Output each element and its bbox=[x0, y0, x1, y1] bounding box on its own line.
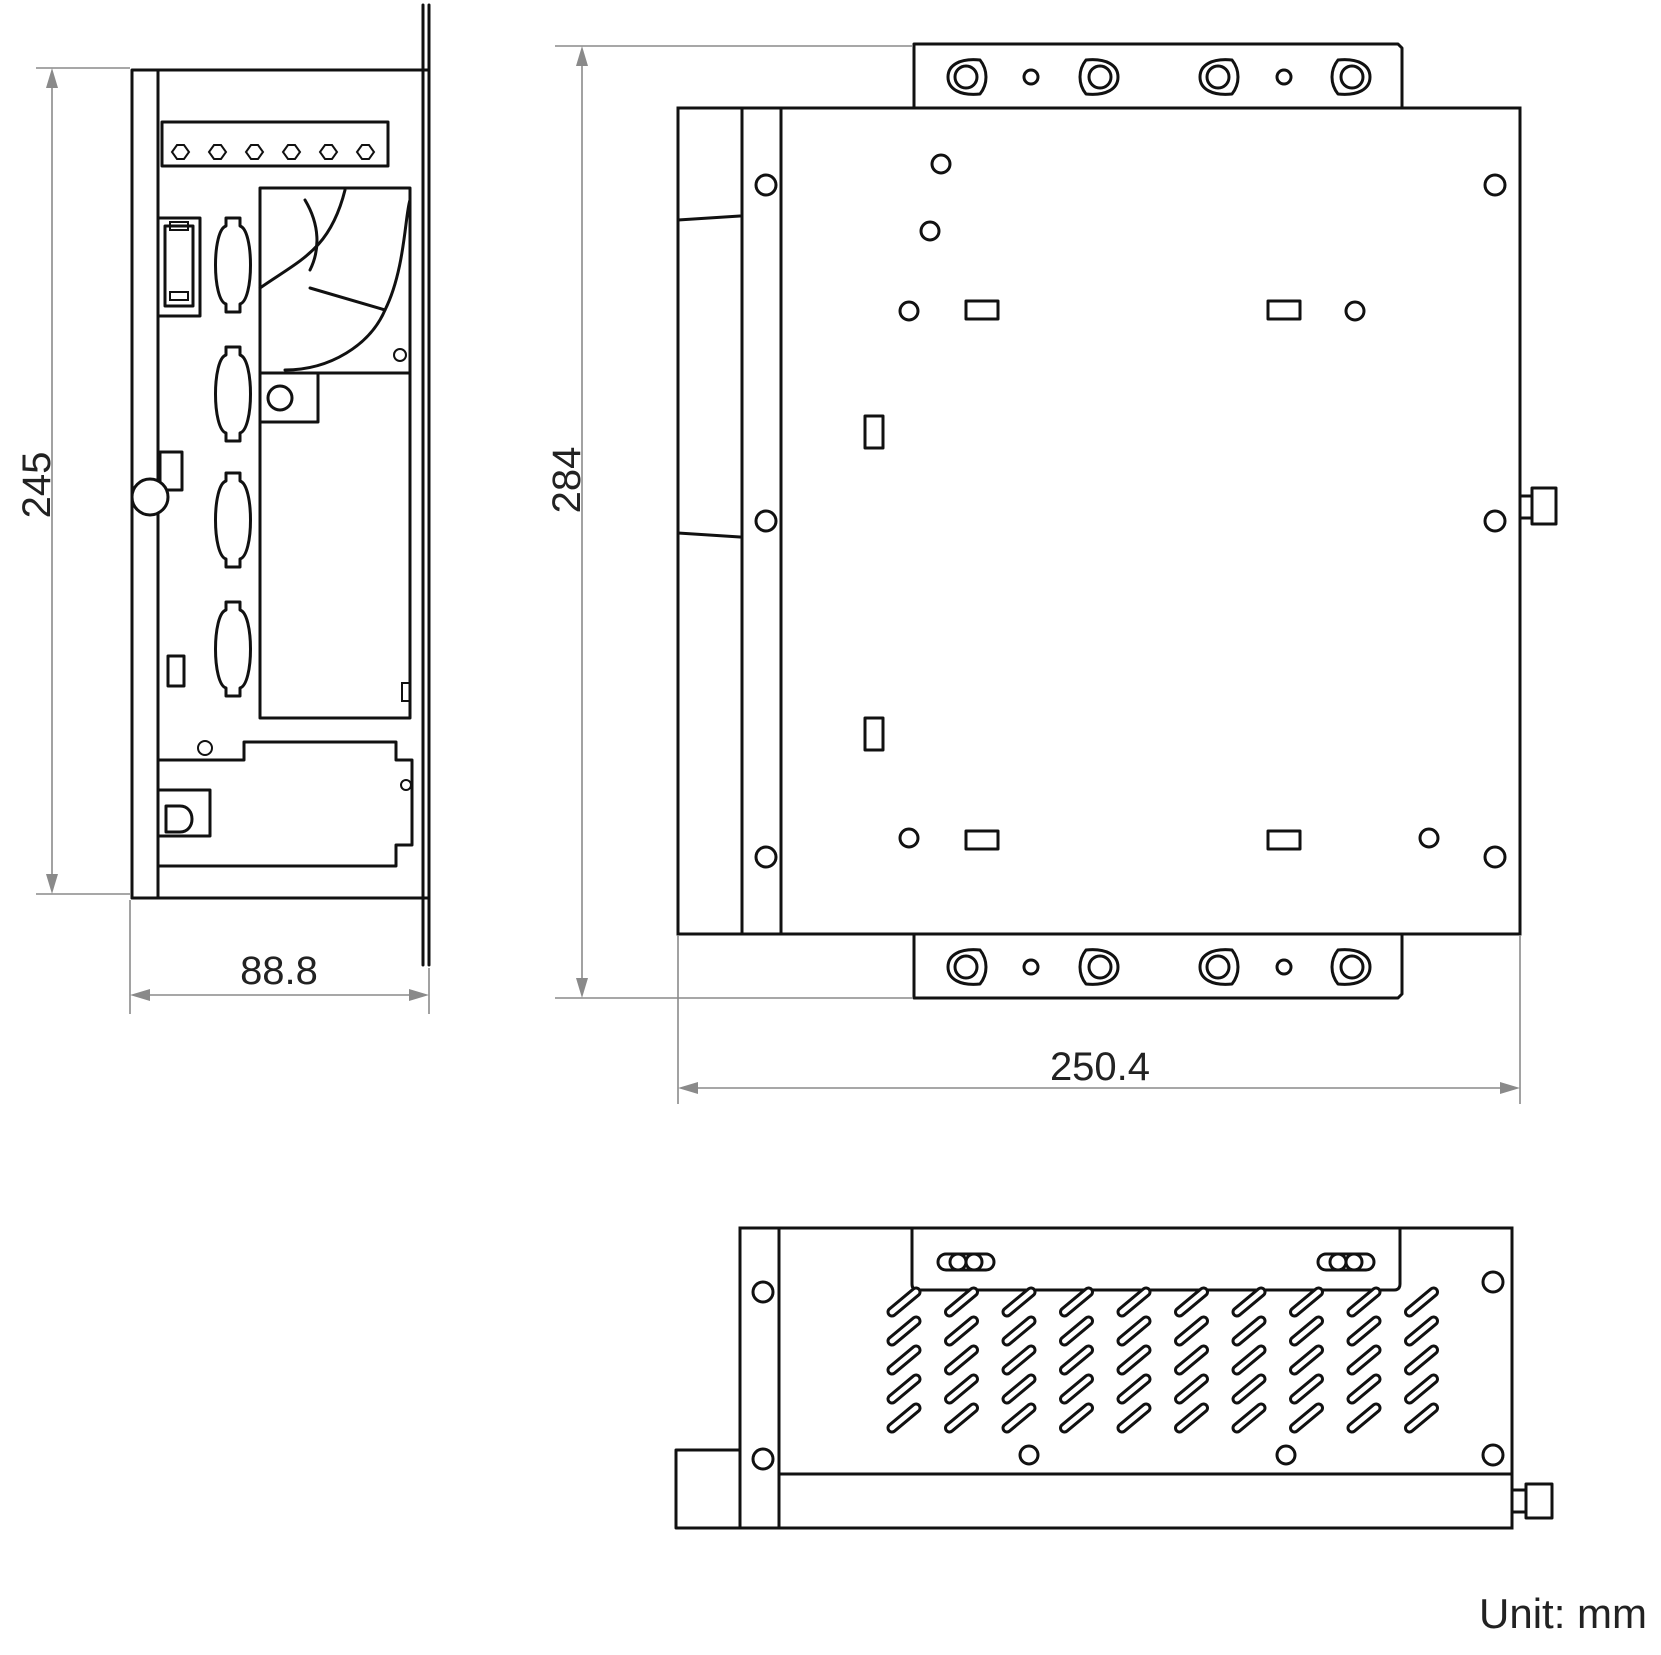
dim-label-top-width: 250.4 bbox=[1050, 1045, 1150, 1089]
top-view bbox=[555, 42, 1558, 1104]
front-view bbox=[674, 1226, 1554, 1530]
unit-label: Unit: mm bbox=[1479, 1590, 1647, 1637]
side-view bbox=[36, 3, 431, 1014]
dim-label-side-height: 245 bbox=[15, 452, 59, 519]
dim-label-top-height: 284 bbox=[545, 447, 589, 514]
dim-label-side-width: 88.8 bbox=[240, 949, 318, 993]
